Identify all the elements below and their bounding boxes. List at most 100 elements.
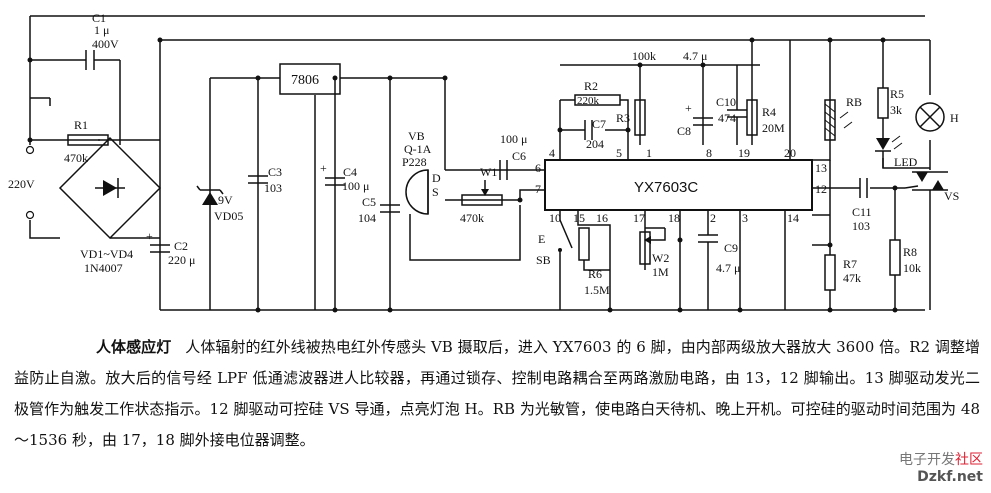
svg-text:H: H [950, 111, 959, 125]
watermark-line1-a: 电子开发 [899, 452, 955, 468]
svg-text:3k: 3k [890, 103, 902, 117]
capacitor-c11: C11 103 [852, 178, 872, 233]
svg-text:20: 20 [784, 146, 796, 160]
svg-text:400V: 400V [92, 37, 119, 51]
svg-text:100k: 100k [632, 49, 656, 63]
svg-text:15: 15 [573, 211, 585, 225]
capacitor-c7: C7 204 [584, 117, 606, 151]
figure-caption: 人体感应灯人体辐射的红外线被热电红外传感头 VB 摄取后，进入 YX7603 的… [14, 332, 980, 456]
svg-text:R8: R8 [903, 245, 917, 259]
caption-title: 人体感应灯 [96, 338, 172, 356]
svg-text:R2: R2 [584, 79, 598, 93]
svg-text:VS: VS [944, 189, 959, 203]
svg-text:P228: P228 [402, 155, 427, 169]
svg-text:7806: 7806 [291, 73, 319, 88]
mains-terminals: 220V [8, 145, 35, 220]
svg-text:2: 2 [710, 211, 716, 225]
capacitor-c5: C5 104 [358, 195, 400, 225]
potentiometer-w1: W1 470k [460, 165, 503, 225]
capacitor-c2: + C2 220 μ [146, 229, 195, 267]
watermark-line1: 电子开发社区 [899, 449, 983, 469]
bridge-rectifier: VD1~VD4 1N4007 [58, 136, 162, 275]
svg-text:220 μ: 220 μ [168, 253, 195, 267]
svg-text:VD1~VD4: VD1~VD4 [80, 247, 133, 261]
svg-text:1 μ: 1 μ [94, 23, 109, 37]
svg-text:4.7 μ: 4.7 μ [683, 49, 707, 63]
svg-text:+: + [320, 161, 327, 175]
wires [29, 15, 931, 311]
resistor-r4: R4 20M [746, 99, 785, 136]
watermark-line1-b: 社区 [955, 452, 983, 468]
svg-text:R4: R4 [762, 105, 776, 119]
site-watermark: 电子开发社区 Dzkf.net [863, 449, 983, 489]
svg-text:18: 18 [668, 211, 680, 225]
svg-text:13: 13 [815, 161, 827, 175]
svg-text:1: 1 [646, 146, 652, 160]
capacitor-c4: + C4 100 μ [320, 161, 369, 193]
capacitor-c1: C1 1 μ 400V [60, 11, 121, 145]
svg-text:C5: C5 [362, 195, 376, 209]
svg-text:8: 8 [706, 146, 712, 160]
resistor-r2: R2 220k [574, 79, 621, 107]
svg-text:1.5M: 1.5M [584, 283, 610, 297]
svg-text:C3: C3 [268, 165, 282, 179]
svg-text:47k: 47k [843, 271, 861, 285]
zener-diode: 9V VD05 [196, 185, 243, 223]
svg-text:1M: 1M [652, 265, 669, 279]
svg-text:RB: RB [846, 95, 862, 109]
svg-text:12: 12 [815, 182, 827, 196]
svg-text:+: + [146, 229, 153, 243]
resistor-r3: R3 100k [616, 49, 656, 136]
mains-label: 220V [8, 177, 35, 191]
svg-text:R5: R5 [890, 87, 904, 101]
svg-text:204: 204 [586, 137, 604, 151]
resistor-r5: R5 3k [877, 87, 904, 138]
svg-text:4.7 μ: 4.7 μ [716, 261, 740, 275]
svg-text:C1: C1 [92, 11, 106, 25]
svg-text:17: 17 [633, 211, 645, 225]
svg-text:VB: VB [408, 129, 425, 143]
svg-text:16: 16 [596, 211, 608, 225]
svg-text:W1: W1 [480, 165, 497, 179]
svg-text:3: 3 [742, 211, 748, 225]
svg-text:10k: 10k [903, 261, 921, 275]
caption-body: 人体辐射的红外线被热电红外传感头 VB 摄取后，进入 YX7603 的 6 脚，… [14, 338, 980, 449]
capacitor-c6: 100 μ C6 [499, 132, 527, 180]
resistor-r6: R6 1.5M [578, 227, 610, 297]
pyroelectric-sensor-vb: VB Q-1A P228 D S [402, 129, 441, 215]
svg-text:R7: R7 [843, 257, 857, 271]
resistor-r7: R7 47k [824, 254, 861, 291]
svg-text:C2: C2 [174, 239, 188, 253]
svg-text:E: E [538, 232, 545, 246]
junctions [27, 37, 898, 313]
svg-text:W2: W2 [652, 251, 669, 265]
capacitor-c10: C10 474 [716, 65, 747, 145]
svg-text:C4: C4 [343, 165, 357, 179]
lamp-h: H [915, 102, 959, 132]
svg-text:6: 6 [535, 161, 541, 175]
triac-vs: VS [904, 171, 959, 203]
svg-text:C9: C9 [724, 241, 738, 255]
ic-yx7603c: YX7603C 4 5 1 8 19 20 6 7 13 12 10 15 16… [535, 146, 827, 225]
led-indicator: LED [875, 135, 930, 169]
svg-text:+: + [685, 101, 692, 115]
regulator-7806: 7806 [279, 63, 341, 95]
svg-text:220k: 220k [577, 95, 600, 107]
resistor-r1: R1 470k [64, 118, 109, 165]
svg-text:C8: C8 [677, 124, 691, 138]
svg-text:103: 103 [852, 219, 870, 233]
svg-text:VD05: VD05 [214, 209, 243, 223]
watermark-line2: Dzkf.net [917, 469, 983, 485]
svg-text:LED: LED [894, 155, 918, 169]
svg-text:7: 7 [535, 182, 541, 196]
svg-text:C10: C10 [716, 95, 736, 109]
svg-text:Q-1A: Q-1A [404, 142, 432, 156]
svg-text:S: S [432, 185, 439, 199]
switch-sb: E SB [536, 219, 573, 267]
circuit-schematic: 220V C1 1 μ 400V R1 470k VD1~VD4 1N4007 … [8, 11, 959, 313]
svg-text:14: 14 [787, 211, 799, 225]
resistor-r8: R8 10k [889, 220, 921, 276]
svg-text:10: 10 [549, 211, 561, 225]
capacitor-c9: C9 4.7 μ [698, 234, 740, 275]
